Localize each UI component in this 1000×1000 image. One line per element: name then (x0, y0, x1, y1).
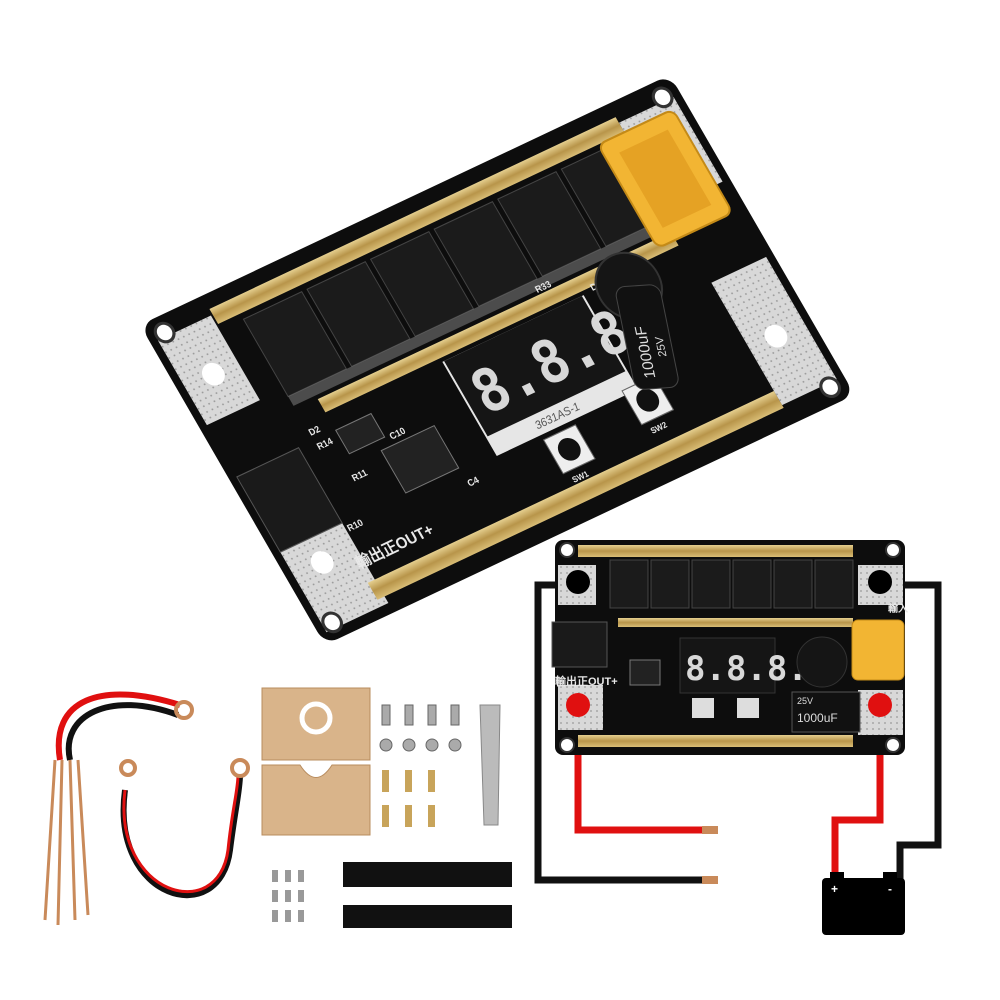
mosfet-row (242, 140, 670, 406)
battery-icon: + - (822, 872, 905, 935)
seven-segment-display (679, 637, 776, 694)
xt60-connector (599, 110, 731, 247)
terminal-black (868, 570, 892, 594)
battery-minus-label: - (888, 882, 892, 896)
terminal-hole (310, 551, 334, 574)
black-wire-battery (880, 581, 942, 880)
screws-and-nuts (379, 704, 462, 752)
heat-shrink-tube (343, 862, 512, 887)
wiring-diagram: 輸出正OUT+ 輸入 8.8.8. 25V 1000uF + - (534, 540, 942, 935)
mount-hole (651, 86, 674, 109)
pen-tip (702, 826, 718, 834)
xt60-connector (851, 619, 905, 681)
copper-bar-top (209, 117, 625, 325)
pen-tip (702, 876, 718, 884)
input-label: 輸入 (888, 602, 908, 615)
battery-plus-label: + (831, 882, 838, 896)
terminal-red (868, 693, 892, 717)
silk-label: D2 (307, 424, 322, 438)
red-wire-battery (831, 705, 884, 880)
mount-hole (819, 376, 842, 398)
copper-bar-middle (317, 232, 679, 413)
output-label: 輸出正OUT+ (555, 674, 618, 688)
copper-bar (578, 735, 853, 747)
terminal-black (566, 570, 590, 594)
acrylic-cover-bottom (261, 764, 371, 836)
capacitor-capacitance: 1000uF (797, 711, 838, 725)
copper-bar (618, 618, 853, 627)
capacitor: 25V 1000uF (791, 691, 861, 733)
regulator-chip (335, 412, 386, 455)
heat-shrink-tube (343, 905, 512, 928)
acrylic-cover-top (261, 687, 371, 761)
nickel-strip (479, 704, 501, 826)
capacitor-voltage: 25V (654, 336, 670, 357)
terminal-hole (201, 362, 225, 386)
welding-pen-cables (43, 691, 250, 926)
buzzer (796, 636, 848, 688)
terminal-hole (764, 324, 788, 348)
button-sw1[interactable] (692, 698, 714, 718)
button-sw1[interactable]: SW1 (542, 424, 603, 487)
microcontroller-chip (629, 659, 661, 686)
terminal-red (566, 693, 590, 717)
copper-bar-bottom (367, 390, 784, 600)
button-sw2[interactable] (737, 698, 759, 718)
display-digits: 8.8.8. (685, 649, 808, 689)
fan-vent-cutout (299, 701, 333, 735)
copper-bar (578, 545, 853, 557)
mount-hole (321, 611, 344, 634)
mount-hole (153, 321, 176, 344)
small-screws (272, 870, 304, 922)
microcontroller-chip (380, 424, 460, 494)
mosfet-row (609, 559, 854, 609)
dc-power-jack (236, 447, 343, 553)
capacitor-voltage: 25V (797, 696, 813, 706)
dc-power-jack (551, 621, 608, 668)
capacitor: 1000uF 25V (615, 284, 679, 390)
spot-welder-board: D2 R14 C10 R11 C4 R10 D1 R33 輸出正OUT+ 8.8… (145, 79, 850, 641)
brass-standoffs (382, 770, 435, 827)
